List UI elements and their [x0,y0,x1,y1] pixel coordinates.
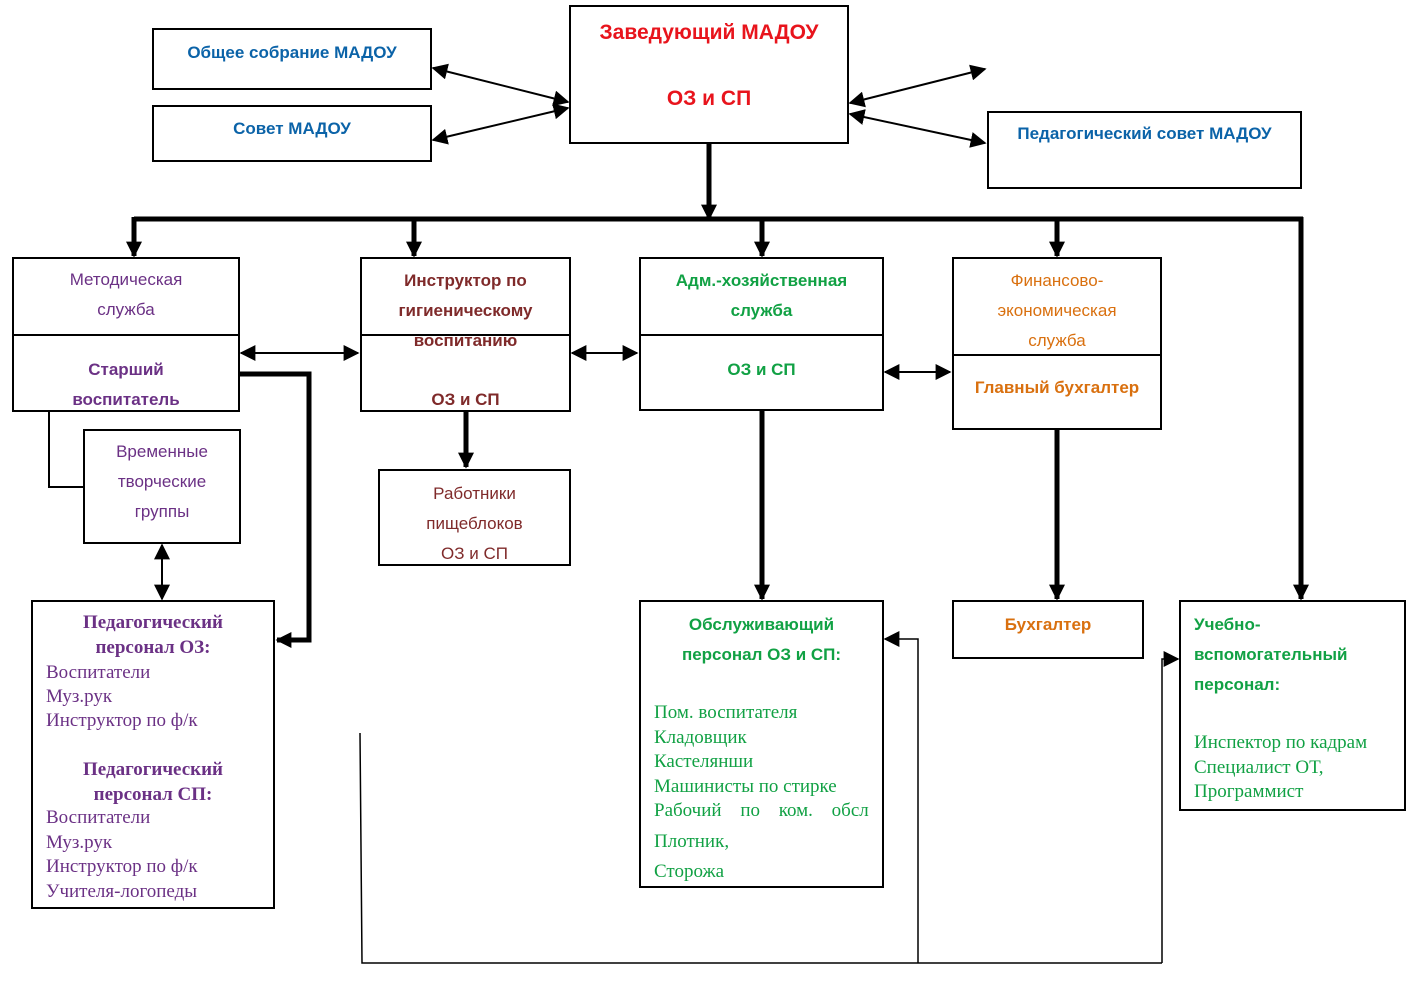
instructor-divider [362,334,569,336]
instructor-box: Инструктор по гигиеническому воспитанию … [360,257,571,412]
adm-title: Адм.-хозяйственная служба [675,271,848,320]
arrow-loop-service [883,631,919,963]
methodical-service-box: Методическая служба Старший воспитатель [12,257,240,412]
support-staff-box: Учебно- вспомогательный персонал: Инспек… [1179,600,1406,811]
ped-staff-heading-oz: Педагогический персонал ОЗ: [83,612,223,658]
temp-groups-label: Временные творческие группы [116,442,208,521]
ped-staff-list-sp: Воспитатели Муз.рук Инструктор по ф/к Уч… [46,807,198,902]
director-box: Заведующий МАДОУ ОЗ и СП [569,5,849,144]
temp-groups-box: Временные творческие группы [83,429,241,544]
accountant-label: Бухгалтер [1004,615,1092,634]
finance-service-box: Финансово- экономическая служба Главный … [952,257,1162,430]
ped-council-box: Педагогический совет МАДОУ [987,111,1302,189]
finance-divider [954,354,1160,356]
methodical-divider [14,334,238,336]
finance-title: Финансово- экономическая служба [997,271,1117,350]
council-box: Совет МАДОУ [152,105,432,162]
accountant-box: Бухгалтер [952,600,1144,659]
service-staff-list-2: Плотник, Сторожа [654,831,730,882]
arrow-senior-pedstaff [239,371,312,649]
service-staff-heading: Обслуживающий персонал ОЗ и СП: [681,615,842,664]
arrow-director-right-upper [848,64,987,108]
ped-council-label: Педагогический совет МАДОУ [1017,124,1272,143]
general-meeting-box: Общее собрание МАДОУ [152,28,432,90]
instructor-title: Инструктор по гигиеническому воспитанию [398,271,533,350]
ped-staff-list-oz: Воспитатели Муз.рук Инструктор по ф/к [46,662,198,731]
director-subtitle: ОЗ и СП [666,87,752,110]
ped-staff-box: Педагогический персонал ОЗ: Воспитатели … [31,600,275,909]
food-workers-label: Работники пищеблоков ОЗ и СП [426,484,523,563]
food-workers-box: Работники пищеблоков ОЗ и СП [378,469,571,566]
arrow-loop-support [1161,651,1180,963]
loop-bottom [359,732,1162,964]
support-staff-list: Инспектор по кадрам Специалист ОТ, Прогр… [1194,732,1368,802]
adm-subtitle: ОЗ и СП [727,360,796,379]
senior-educator: Старший воспитатель [72,360,180,409]
director-title: Заведующий МАДОУ [599,21,819,44]
arrow-meeting-director [431,63,570,107]
chief-accountant: Главный бухгалтер [974,378,1140,397]
general-meeting-label: Общее собрание МАДОУ [187,43,397,62]
ped-staff-heading-sp: Педагогический персонал СП: [83,759,223,805]
adm-service-box: Адм.-хозяйственная служба ОЗ и СП [639,257,884,411]
adm-divider [641,334,882,336]
instructor-subtitle: ОЗ и СП [431,390,500,409]
methodical-title: Методическая служба [69,270,183,319]
service-staff-box: Обслуживающий персонал ОЗ и СП: Пом. вос… [639,600,884,888]
arrow-director-pedcouncil [848,109,987,148]
service-staff-list: Пом. воспитателя Кладовщик Кастелянши Ма… [654,702,869,821]
arrow-council-director [431,103,570,145]
council-label: Совет МАДОУ [233,119,351,138]
support-staff-heading: Учебно- вспомогательный персонал: [1194,615,1348,694]
arrow-methodical-groups [48,411,101,495]
